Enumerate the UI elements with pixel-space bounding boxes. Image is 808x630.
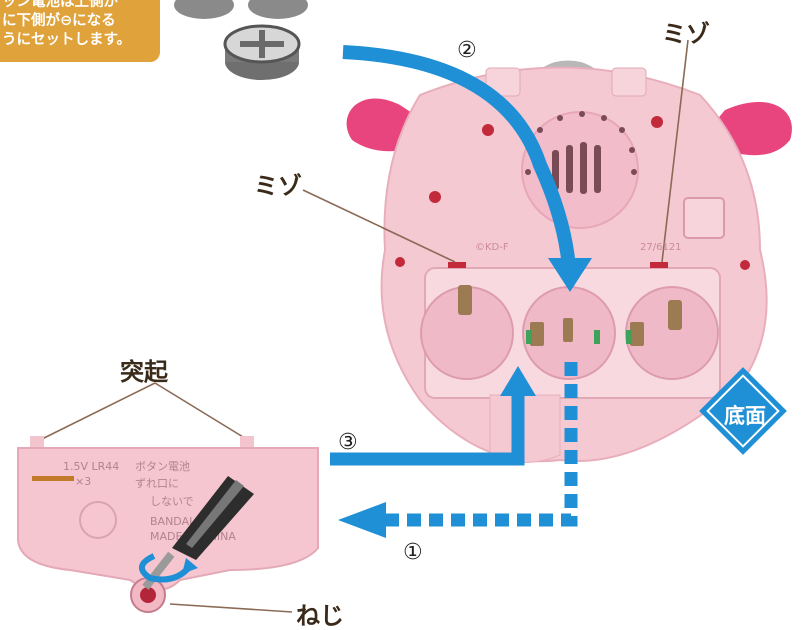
svg-text:1.5V LR44: 1.5V LR44 [63,460,119,473]
groove-label-top: ミゾ [662,20,710,48]
svg-text:ボタン電池: ボタン電池 [135,460,190,473]
step-2-label: ② [457,38,477,63]
battery-cover: 1.5V LR44 ×3 ボタン電池 ずれ口に しないで BANDAI MADE… [17,436,319,613]
svg-text:×3: ×3 [75,475,91,488]
svg-text:BANDAI: BANDAI [150,515,192,528]
svg-text:しないで: しないで [150,495,194,508]
note-line-1: ッン電池は上側が [2,0,118,10]
note-line-3: うにセットします。 [2,32,132,48]
body-code-marking: ©KD-F [475,242,509,253]
step-3-label: ③ [338,430,358,455]
battery-orientation-note: ッン電池は上側が に下側が⊖になる うにセットします。 [0,0,160,62]
body-number-marking: 27/6121 [640,242,682,253]
bottom-badge-label: 底面 [724,404,766,428]
svg-text:ずれ口に: ずれ口に [135,477,179,490]
protrusion-label: 突起 [120,358,168,386]
battery-icon [174,0,308,80]
screw-label: ねじ [296,602,344,630]
step-1-label: ① [403,540,423,565]
label-leader-lines [39,39,689,613]
bottom-view-badge [699,367,787,455]
note-line-2: に下側が⊖になる [2,13,116,29]
step-arrows [330,45,592,538]
groove-label-left: ミゾ [254,172,302,200]
